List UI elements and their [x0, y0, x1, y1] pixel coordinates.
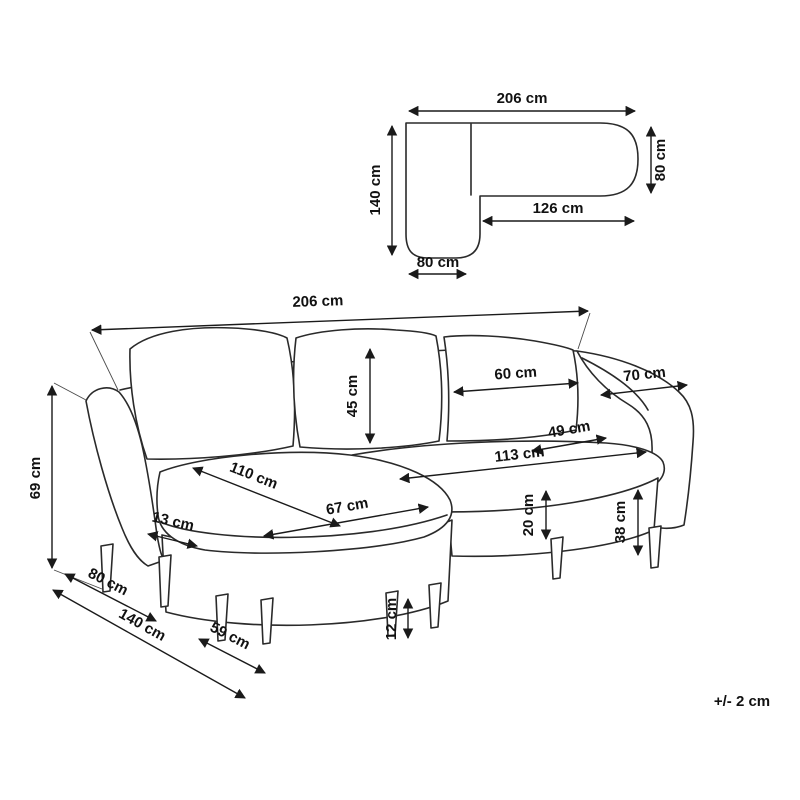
top-view: 206 cm 80 cm 140 cm 126 cm 80 cm: [367, 90, 669, 280]
dim-side-depth-top: 70 cm: [599, 364, 689, 400]
extension-line: [89, 331, 119, 391]
dim-top-inner-width-label: 126 cm: [533, 200, 584, 217]
sofa-leg: [428, 582, 442, 629]
dim-leg-height: 12 cm: [383, 598, 414, 641]
dim-seat-cushion-height: 20 cm: [520, 489, 552, 541]
dim-overall-width: 206 cm: [90, 292, 590, 335]
dim-seat-cushion-height-label: 20 cm: [520, 494, 537, 537]
dim-seat-height: 38 cm: [612, 488, 644, 557]
sofa-leg: [260, 597, 274, 645]
dim-chaise-front-width: 59 cm: [198, 619, 266, 674]
dim-top-chaise-width: 80 cm: [407, 254, 468, 280]
dim-back-cushion-width-line: [452, 378, 580, 397]
dim-back-cushion-height-label: 45 cm: [344, 375, 361, 418]
dim-back-cushion-height: 45 cm: [344, 347, 376, 445]
sofa-leg: [648, 525, 662, 569]
dim-seat-width: 113 cm: [398, 443, 648, 484]
dim-top-depth-right: 80 cm: [645, 125, 669, 195]
back-cushion-middle: [292, 328, 443, 450]
dim-back-cushion-width-label: 60 cm: [494, 364, 538, 384]
dim-overall-depth-label: 140 cm: [116, 605, 169, 645]
sofa-leg: [385, 590, 399, 637]
dim-top-depth-right-label: 80 cm: [652, 139, 669, 182]
dim-chaise-seat-width-line: [262, 503, 430, 540]
extension-line: [53, 382, 87, 401]
sofa-leg: [158, 554, 172, 608]
dim-top-overall-width: 206 cm: [407, 90, 637, 117]
dim-top-depth-left-label: 140 cm: [367, 165, 384, 216]
dim-overall-height: 69 cm: [27, 384, 58, 570]
dim-armrest-width-line: [146, 531, 199, 549]
dim-back-cushion-width: 60 cm: [452, 364, 580, 397]
dim-top-overall-width-label: 206 cm: [497, 90, 548, 107]
dim-top-depth-left: 140 cm: [367, 124, 398, 257]
dim-seat-width-line: [398, 447, 648, 484]
dim-overall-width-label: 206 cm: [292, 292, 343, 311]
dim-overall-height-label: 69 cm: [27, 457, 44, 500]
dim-seat-height-label: 38 cm: [612, 501, 629, 544]
dim-side-depth-top-label: 70 cm: [622, 364, 666, 385]
dim-overall-depth-line: [52, 589, 246, 699]
extension-line: [577, 312, 591, 350]
dim-leg-height-label: 12 cm: [383, 598, 400, 641]
dim-seat-width-label: 113 cm: [494, 443, 546, 466]
perspective-view: 206 cm 69 cm 45 cm 60 cm 70 cm 49 cm: [27, 292, 695, 699]
sofa-leg: [550, 536, 564, 580]
dim-overall-width-line: [90, 306, 590, 335]
dim-top-chaise-width-label: 80 cm: [417, 254, 460, 271]
dim-top-inner-width: 126 cm: [481, 200, 636, 227]
dim-chaise-front-width-line: [198, 638, 266, 674]
top-view-sofa-outline: [405, 122, 639, 259]
tolerance-note: +/- 2 cm: [714, 693, 770, 710]
dim-side-depth-top-line: [599, 380, 689, 400]
back-cushion-left: [129, 326, 296, 460]
dim-side-depth-bottom: 80 cm: [64, 565, 157, 622]
